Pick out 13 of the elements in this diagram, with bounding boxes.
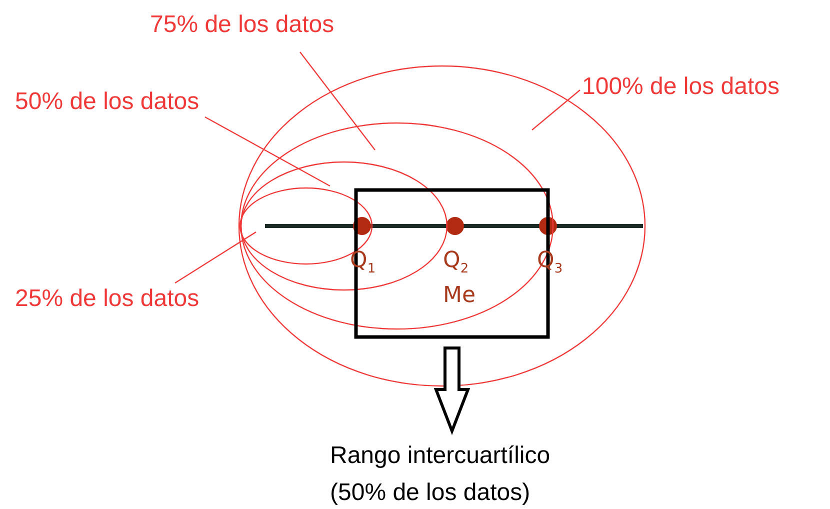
data-range-ellipse: [238, 65, 646, 387]
block-arrow: [434, 346, 470, 436]
annotation-label: 75% de los datos: [150, 12, 334, 38]
leader-line: [532, 90, 580, 130]
leader-line: [300, 52, 376, 150]
leader-line: [204, 116, 330, 187]
annotation-label: 25% de los datos: [15, 286, 200, 312]
annotation-label: 50% de los datos: [15, 89, 200, 116]
quartile-label: Me: [443, 285, 476, 307]
annotation-label: 100% de los datos: [582, 74, 780, 100]
result-label: Rango intercuartílico (50% de los datos): [330, 437, 580, 509]
leader-line: [174, 232, 256, 284]
quartile-label: Q$_{2}$: [443, 250, 469, 276]
